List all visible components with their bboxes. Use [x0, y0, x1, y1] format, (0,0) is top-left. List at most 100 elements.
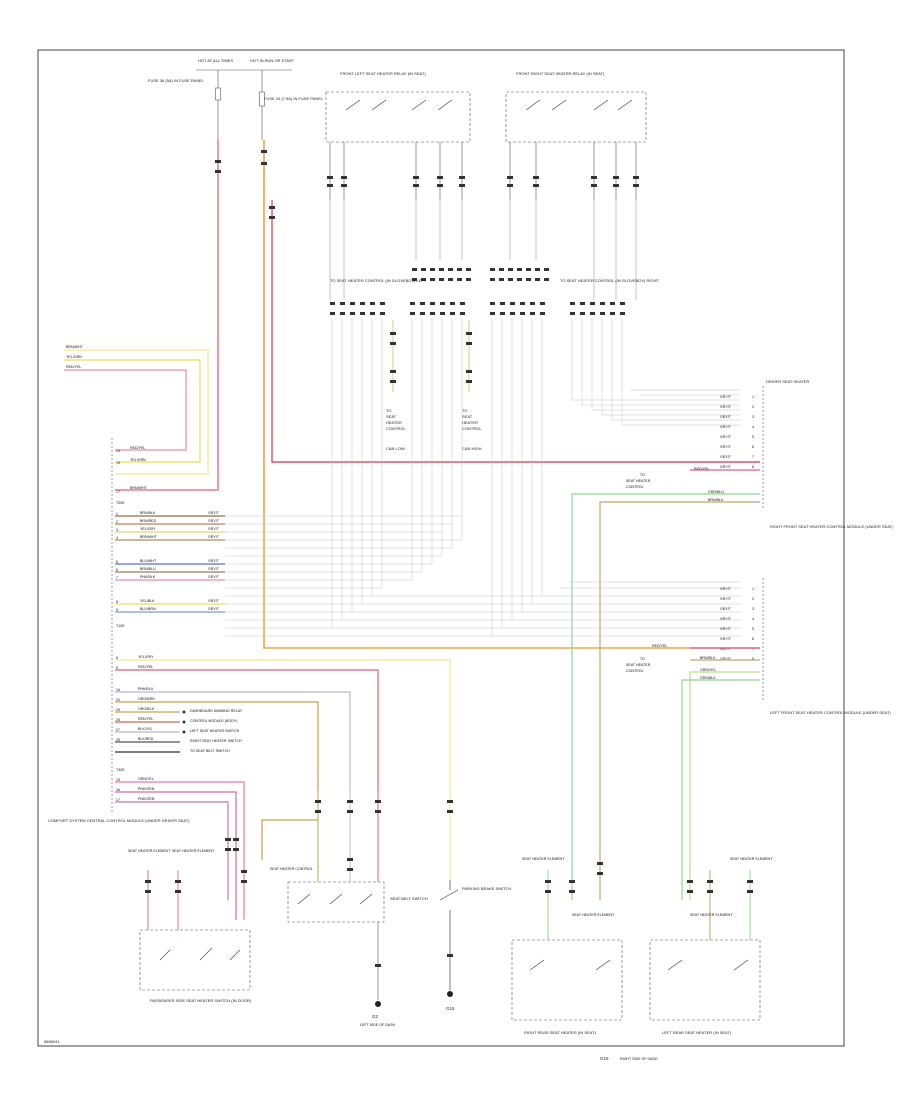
rmt-code: GRY/T: [720, 455, 732, 459]
relay-bus: [329, 200, 637, 300]
mg3-pin-6: 27: [116, 728, 120, 732]
mg3-pin-0: 8: [116, 656, 118, 660]
lmb-note-2: CONTROL: [626, 669, 644, 673]
mg2-pin-4: 5: [116, 560, 118, 564]
mg2-pin-9: T10E: [116, 624, 125, 628]
mg3-code-3: ORG/BRN: [138, 697, 155, 701]
rmt-code: GRY/T: [720, 395, 732, 399]
mg3-pin-8: T32E: [116, 768, 125, 772]
mg2-code-0: BRN/BLK: [140, 511, 156, 515]
mg2-pin-8: 9: [116, 608, 118, 612]
right-module-top: DRIVER SEAT HEATER 1 2 3 4 5 6 7 8 GRY/T…: [571, 379, 894, 900]
mg2-tail-6: GRY/T: [208, 575, 220, 579]
fuse-right: [259, 70, 265, 140]
heater-relay-right-label: FRONT RIGHT SEAT HEATER RELAY (IN SEAT): [516, 71, 605, 76]
mg2-pin-2: 3: [116, 528, 118, 532]
mg1-code-0: RED/YEL: [130, 446, 145, 450]
rmt-pin: 8: [752, 465, 754, 469]
mg4-code-0: GRN/YEL: [138, 777, 154, 781]
mg2-tail-4: GRY/T: [208, 559, 220, 563]
mg3-pin-3: 24: [116, 698, 120, 702]
mg4-pin-0: 15: [116, 778, 120, 782]
seat-belt-switch: SEAT HEATER CONTROL SEAT BELT SWITCH G2 …: [261, 790, 428, 1027]
rmt-code: GRY/T: [720, 415, 732, 419]
rmt-code: GRY/T: [720, 405, 732, 409]
mg3-code-7: BLK/RED: [138, 737, 154, 741]
mg2-pin-5: 6: [116, 568, 118, 572]
heater-label-5: SEAT HEATER ELEMENT: [690, 913, 733, 917]
rmt-pin: 2: [752, 405, 754, 409]
left-module-bottom-name: LEFT FRONT SEAT HEATER CONTROL MODULE (U…: [770, 710, 891, 715]
rmt-wire-code-2: BRN/BLK: [708, 498, 724, 502]
mg3-pin-2: 16: [116, 688, 120, 692]
rmt-wire-code-0: RED/YEL: [694, 467, 709, 471]
mg2-pin-1: 2: [116, 520, 118, 524]
ground-label-1: G15: [446, 1006, 455, 1011]
mg1-pin-2: 17: [116, 490, 120, 494]
mg2-tail-7: GRY/T: [208, 599, 220, 603]
power-connectors: [215, 150, 275, 219]
rmt-wire-code-1: GRN/BLU: [708, 490, 724, 494]
right-module-top-pins: 1 2 3 4 5 6 7 8 GRY/T GRY/T GRY/T GRY/T …: [720, 395, 754, 469]
mg3-pin-1: 9: [116, 666, 118, 670]
can-high-label: CAN HIGH: [462, 446, 482, 451]
fuse-left-label: FUSE 36 (5A) IN FUSE PANEL: [148, 78, 204, 83]
ground-label-2: G16: [600, 1056, 609, 1061]
wire-orange-main: [263, 140, 690, 649]
mid-note-right: TO: [462, 408, 467, 413]
mg3-code-4: ORG/BLK: [138, 707, 155, 711]
module-grey-links: [225, 515, 542, 637]
mg3-code-2: PNK/BLU: [138, 687, 154, 691]
heater-label-1: SEAT HEATER ELEMENT: [172, 849, 215, 853]
rmt-pin: 4: [752, 425, 754, 429]
bottom-component-2: PARKING BRAKE SWITCH: [462, 886, 511, 891]
lmb-pin: 4: [752, 617, 754, 621]
connector-row: [412, 268, 549, 281]
rmt-pin: 1: [752, 395, 754, 399]
gearbox-left-label: TO SEAT HEATER CONTROL (IN GLOVEBOX) LEF…: [330, 278, 427, 283]
lmb-code: GRY/T: [720, 617, 732, 621]
mg2-tail-5: GRY/T: [208, 567, 220, 571]
lmb-code: GRY/T: [720, 637, 732, 641]
mg2-pin-0: 1: [116, 512, 118, 516]
lmb-wire-code-1: BRN/BLK: [700, 656, 716, 660]
lmb-pin: 7: [752, 647, 754, 651]
mg3-code-5: RED/YEL: [138, 717, 153, 721]
mid-note-right-sub2: HEATER: [462, 420, 478, 425]
mid-note-right-sub3: CONTROL: [462, 426, 482, 431]
side-note-1: CONTROL MODULE (BODY): [190, 719, 237, 723]
side-note-4: TO SEAT BELT SWITCH: [190, 749, 230, 753]
lmb-code: GRY/T: [720, 587, 732, 591]
heater-label-2: SEAT HEATER ELEMENT: [522, 857, 565, 861]
mid-note-right-sub: SEAT: [462, 414, 473, 419]
bottom-sensor-tag: SEAT HEATER CONTROL: [270, 867, 313, 871]
mg1-code-2: BRN/WHT: [130, 486, 148, 490]
heater-label-0: SEAT HEATER ELEMENT: [128, 849, 171, 853]
top-feed-labels: HOT AT ALL TIMES HOT IN RUN OR START FUS…: [148, 58, 324, 101]
bottom-component-0: PASSENGER SIDE SEAT HEATER SWITCH (IN DO…: [150, 998, 252, 1003]
mg4-code-1: PNK/GRN: [138, 787, 155, 791]
mg3-pin-5: 26: [116, 718, 120, 722]
lmb-code: GRY/T: [720, 647, 732, 651]
lmb-pin: 2: [752, 597, 754, 601]
lmb-wire-code-2: GRN/YEL: [700, 668, 716, 672]
page-id: 5896041: [44, 1039, 60, 1044]
heater-relay-left: FRONT LEFT SEAT HEATER RELAY (IN SEAT): [325, 71, 471, 200]
module-group4-wires: [115, 781, 245, 920]
rmt-pin: 3: [752, 415, 754, 419]
rmt-code: GRY/T: [720, 445, 732, 449]
module-group2-wires: [115, 515, 225, 613]
mg2-tail-8: GRY/T: [208, 607, 220, 611]
mg3-code-0: YEL/GRY: [138, 655, 154, 659]
mg2-pin-6: 7: [116, 576, 118, 580]
lmb-pin: 6: [752, 637, 754, 641]
mg3-pin-4: 25: [116, 708, 120, 712]
right-module-top-header: DRIVER SEAT HEATER: [766, 379, 809, 384]
ground-note-0: LEFT SIDE OF DASH: [360, 1023, 395, 1027]
mg1-code-1: YEL/GRN: [130, 458, 146, 462]
mg2-tail-2: GRY/T: [208, 527, 220, 531]
connector-row-2: [330, 302, 625, 315]
module-group4: 15 GRN/YEL 16 PNK/GRN 17 PNK/GRN: [116, 777, 155, 802]
module-group3-wires: [115, 659, 451, 790]
